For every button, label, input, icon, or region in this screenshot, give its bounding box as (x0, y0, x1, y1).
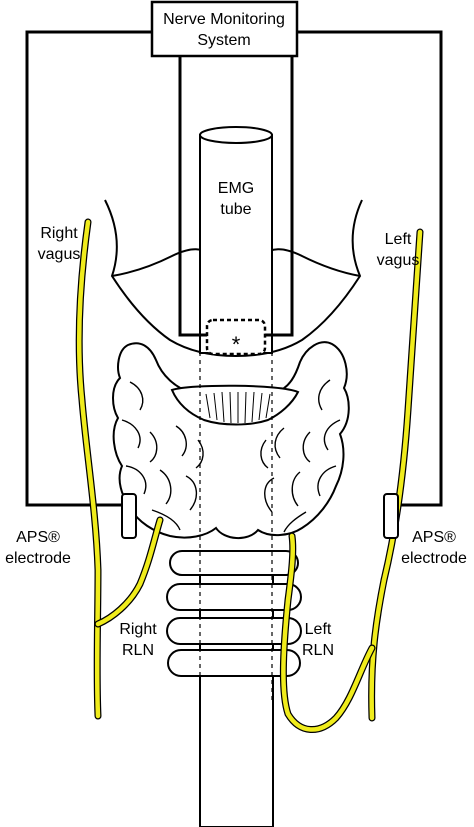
electrode-asterisk: * (232, 332, 241, 357)
right-wire (297, 30, 443, 507)
right-vagus-label-line2: vagus (38, 246, 81, 263)
tube-label-line1: EMG (218, 180, 254, 197)
nerve-monitoring-box (150, 0, 299, 58)
tube-label-line2: tube (220, 201, 251, 218)
left-vagus-label-line2: vagus (377, 252, 420, 269)
left-vagus-label-line1: Left (385, 231, 412, 248)
left-rln-nerve (279, 532, 376, 733)
right-vagus-label-line1: Right (40, 225, 78, 242)
emg-tube (199, 134, 273, 354)
electrode-wire-right (264, 55, 294, 337)
emg-tube-opening (199, 126, 273, 144)
right-rln-nerve (94, 516, 164, 628)
right-rln-label-line2: RLN (122, 642, 154, 659)
tube-electrodes (205, 318, 267, 356)
aps-electrode-left-label-line1: APS® (412, 529, 456, 546)
right-vagus-nerve (75, 218, 102, 720)
monitor-title-line2: System (197, 32, 250, 49)
aps-electrode-right (121, 493, 137, 539)
left-rln-label-line2: RLN (302, 642, 334, 659)
aps-electrode-left-label-line2: electrode (401, 550, 467, 567)
left-rln-label-line1: Left (305, 621, 332, 638)
aps-electrode-right-label-line1: APS® (16, 529, 60, 546)
aps-electrode-right-label-line2: electrode (5, 550, 71, 567)
left-vagus-nerve (368, 228, 424, 722)
right-rln-label-line1: Right (119, 621, 157, 638)
cricothyroid-lines (205, 391, 271, 424)
monitor-title-line1: Nerve Monitoring (163, 11, 285, 28)
aps-electrode-left (383, 493, 399, 539)
left-wire (25, 30, 152, 507)
nerves (75, 218, 424, 733)
thyroid-gland (112, 341, 350, 539)
electrode-wire-left (178, 55, 208, 337)
